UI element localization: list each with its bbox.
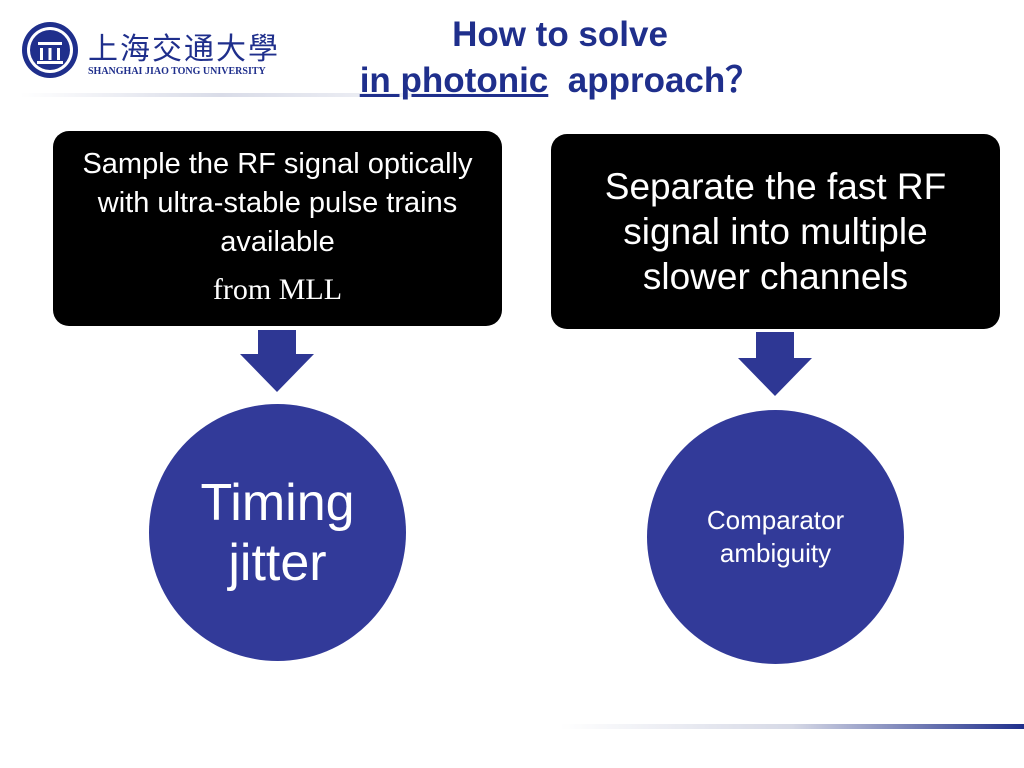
title-line-2-rest: approach？ <box>567 61 761 100</box>
logo-chinese-name: 上海交通大學 <box>88 32 280 67</box>
university-logo: 上海交通大學 SHANGHAI JIAO TONG UNIVERSITY <box>20 20 278 82</box>
sampling-box: Sample the RF signal optically with ultr… <box>53 131 502 326</box>
title-line-2: in photonic approach？ <box>280 58 840 104</box>
logo-english-name: SHANGHAI JIAO TONG UNIVERSITY <box>88 66 266 77</box>
sampling-box-tail: from MLL <box>212 273 343 306</box>
header-divider <box>20 93 520 97</box>
comparator-ambiguity-label: Comparator ambiguity <box>706 505 845 568</box>
timing-jitter-circle: Timing jitter <box>149 404 406 661</box>
footer-divider <box>560 724 1024 729</box>
sampling-box-text: Sample the RF signal optically with ultr… <box>82 148 473 258</box>
university-seal-icon <box>22 22 78 78</box>
down-arrow-icon <box>738 332 812 396</box>
title-underlined-phrase: in photonic <box>359 61 549 100</box>
slide-title: How to solve in photonic approach？ <box>280 12 840 104</box>
timing-jitter-label: Timing jitter <box>200 473 355 592</box>
channelization-box: Separate the fast RF signal into multipl… <box>551 134 1000 329</box>
down-arrow-icon <box>240 330 314 392</box>
comparator-ambiguity-circle: Comparator ambiguity <box>647 410 904 664</box>
channelization-box-text: Separate the fast RF signal into multipl… <box>604 166 947 297</box>
title-line-1: How to solve <box>452 15 668 54</box>
